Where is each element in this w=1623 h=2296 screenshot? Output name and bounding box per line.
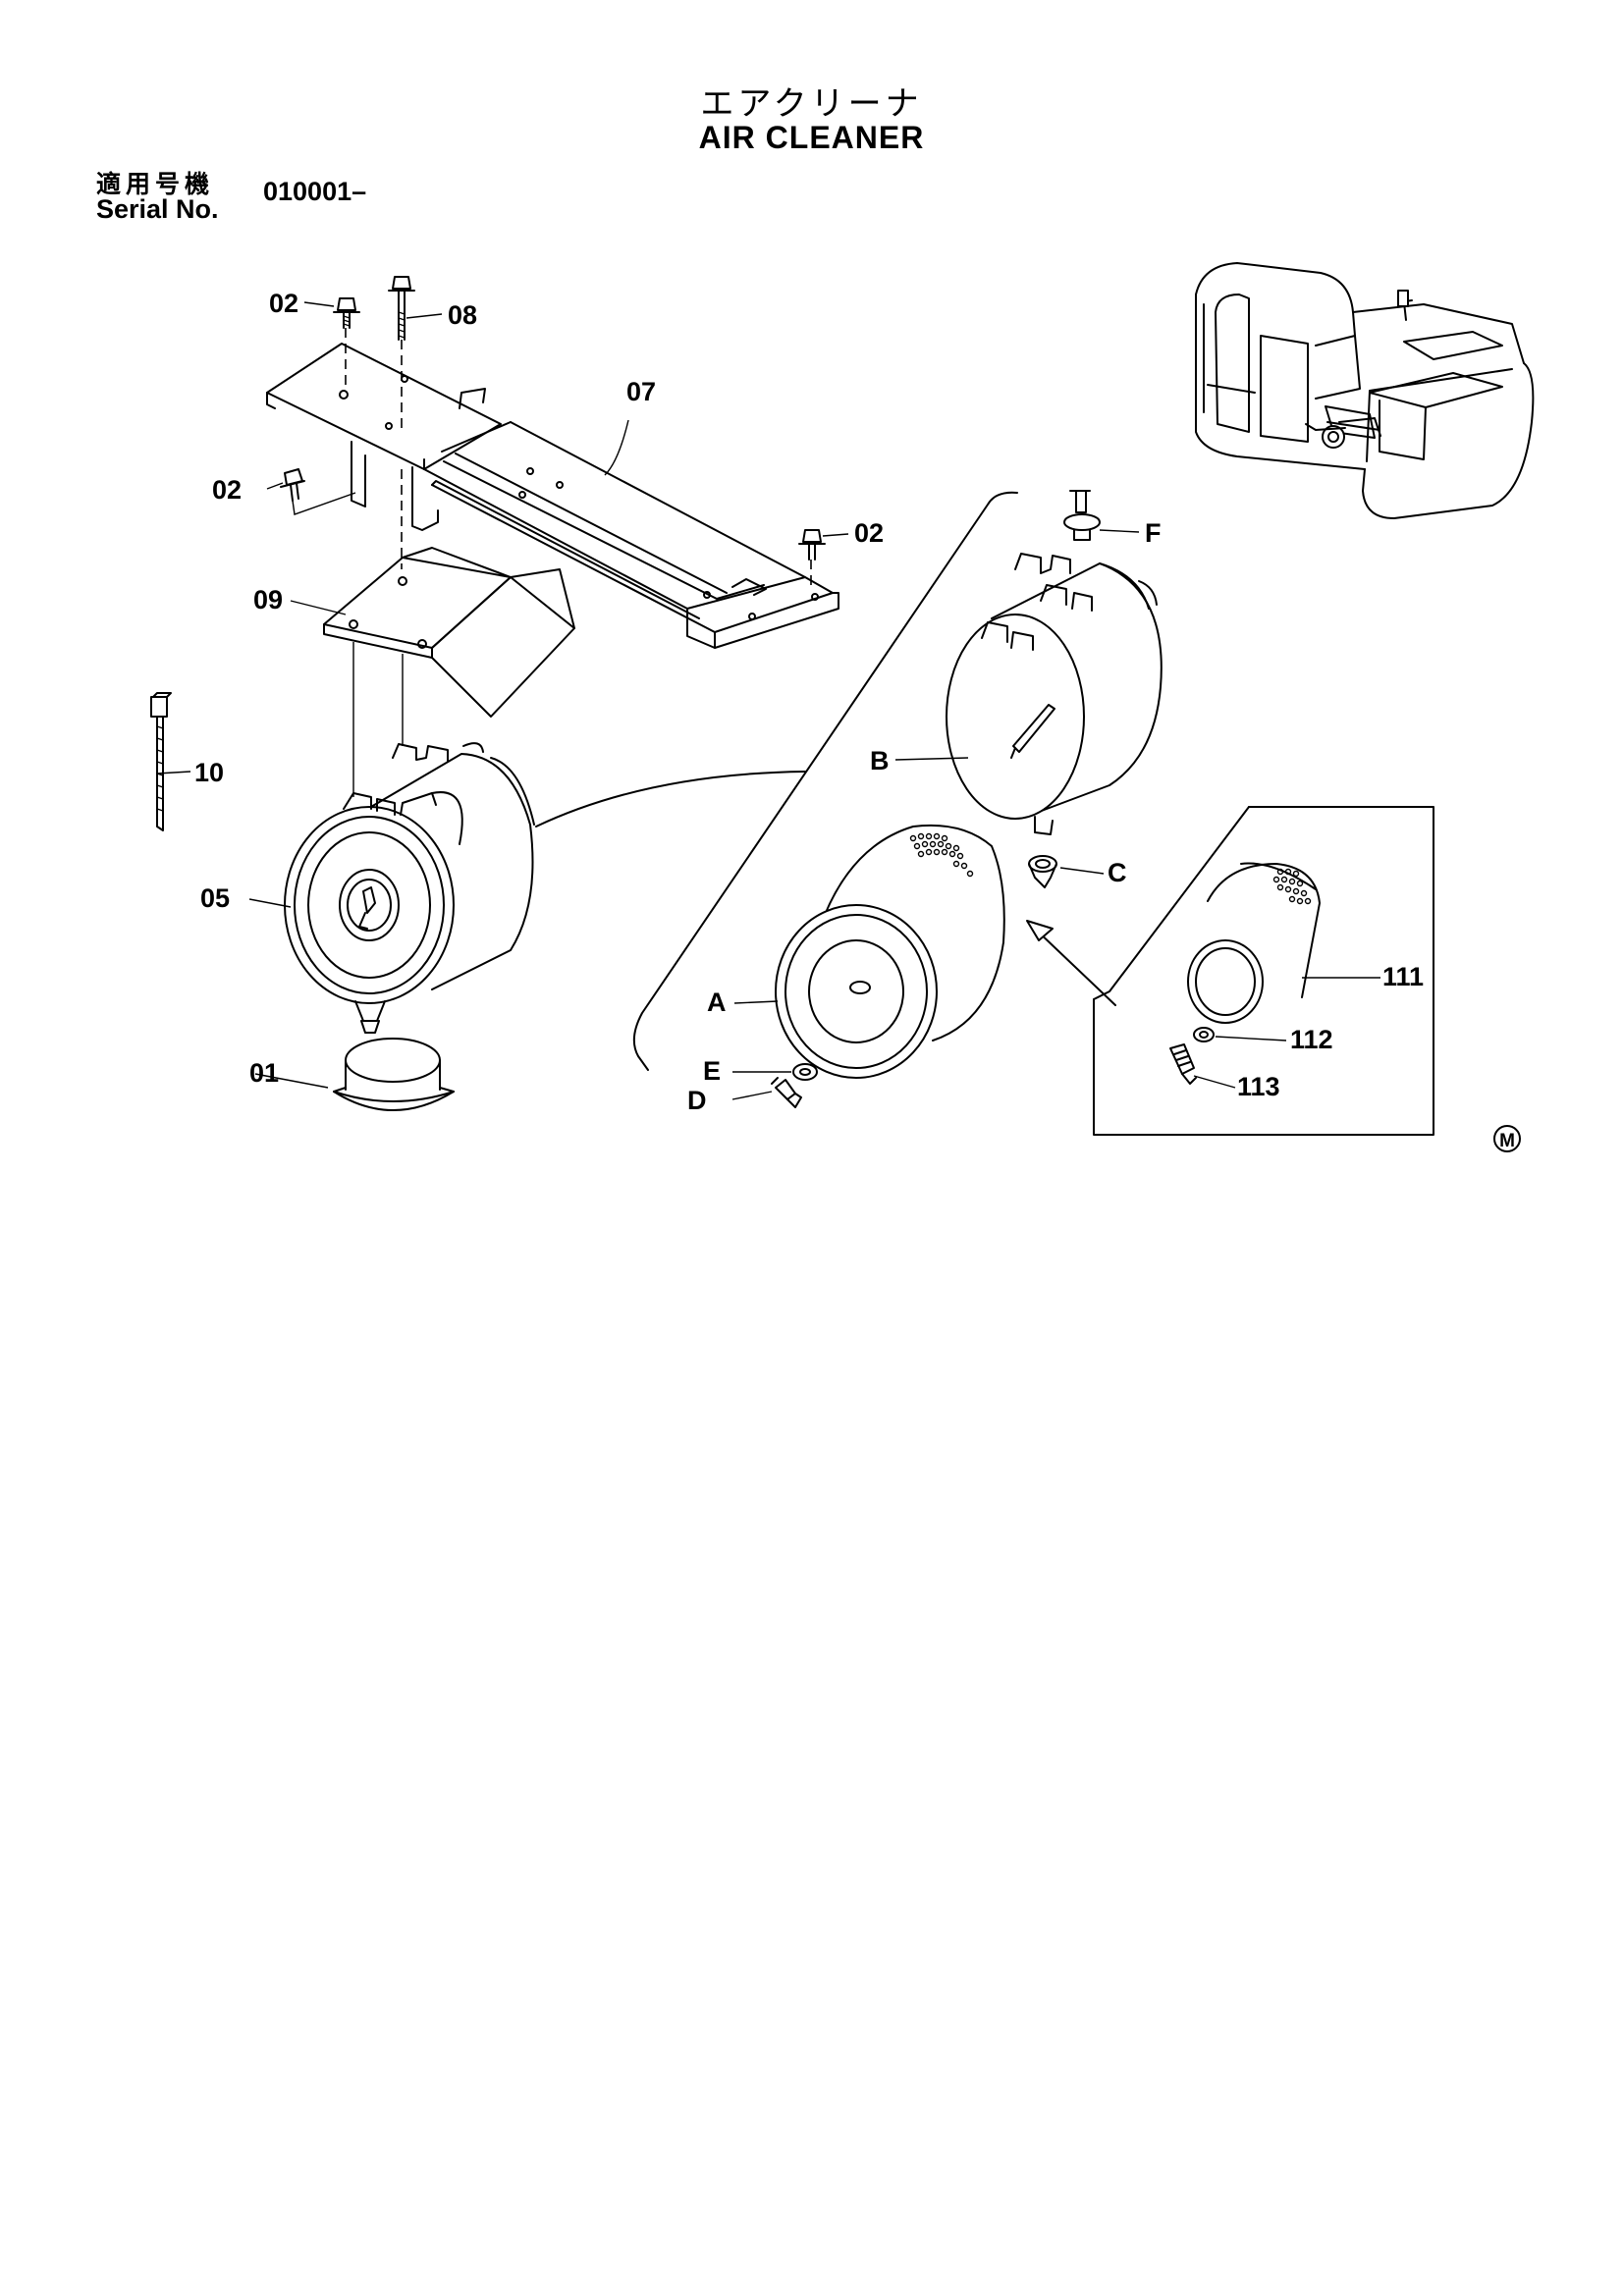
- serial-label-japanese: 適用号機: [96, 170, 215, 198]
- callout-10: 10: [194, 758, 224, 787]
- bolt-08: [388, 276, 415, 341]
- callout-b: B: [870, 746, 890, 775]
- washer-e: [792, 1063, 818, 1081]
- air-cleaner-assembly-05: [284, 742, 535, 1034]
- callout-e: E: [703, 1056, 721, 1086]
- callout-c: C: [1108, 858, 1127, 887]
- callout-a: A: [707, 988, 727, 1017]
- callout-01: 01: [249, 1058, 279, 1088]
- plate-09: [323, 547, 575, 718]
- serial-label-english: Serial No.: [96, 194, 219, 224]
- restriction-indicator-f: [1063, 490, 1101, 541]
- exploded-view-brace: [632, 491, 1018, 1071]
- callout-05: 05: [200, 883, 230, 913]
- title-english: AIR CLEANER: [698, 120, 925, 155]
- housing-b: [946, 553, 1163, 835]
- callout-07: 07: [626, 377, 656, 406]
- callout-09: 09: [253, 585, 283, 614]
- machine-thumbnail: [1195, 262, 1535, 519]
- callout-113: 113: [1237, 1072, 1280, 1101]
- wing-nut-d: [771, 1077, 802, 1108]
- filter-element-a: [775, 824, 1005, 1079]
- title-japanese: エアクリーナ: [700, 84, 923, 124]
- connector-curve: [535, 771, 806, 828]
- callout-d: D: [687, 1086, 707, 1115]
- fitting-113: [1169, 1043, 1197, 1085]
- kit-box: [1026, 806, 1434, 1136]
- callout-02-right: 02: [854, 518, 884, 548]
- circled-m-mark: M: [1493, 1125, 1521, 1152]
- bracket-assembly-07: [266, 343, 839, 649]
- serial-number-value: 010001–: [263, 177, 367, 206]
- cable-tie-10: [150, 692, 172, 831]
- evacuator-valve-c: [1028, 855, 1057, 888]
- callout-f: F: [1145, 518, 1162, 548]
- callout-02-top: 02: [269, 289, 298, 318]
- bolt-02-left: [280, 468, 305, 502]
- leader-lines: [156, 301, 1380, 1100]
- callout-02-left: 02: [212, 475, 242, 505]
- callout-08: 08: [448, 300, 477, 330]
- o-ring-112: [1193, 1027, 1215, 1042]
- callout-112: 112: [1290, 1025, 1333, 1054]
- mark-letter: M: [1499, 1131, 1515, 1151]
- bolt-02-top: [333, 297, 360, 329]
- dust-cup-01: [333, 1038, 455, 1111]
- safety-element-111: [1187, 862, 1321, 1024]
- bolt-02-right: [798, 529, 826, 561]
- callout-111: 111: [1382, 962, 1424, 991]
